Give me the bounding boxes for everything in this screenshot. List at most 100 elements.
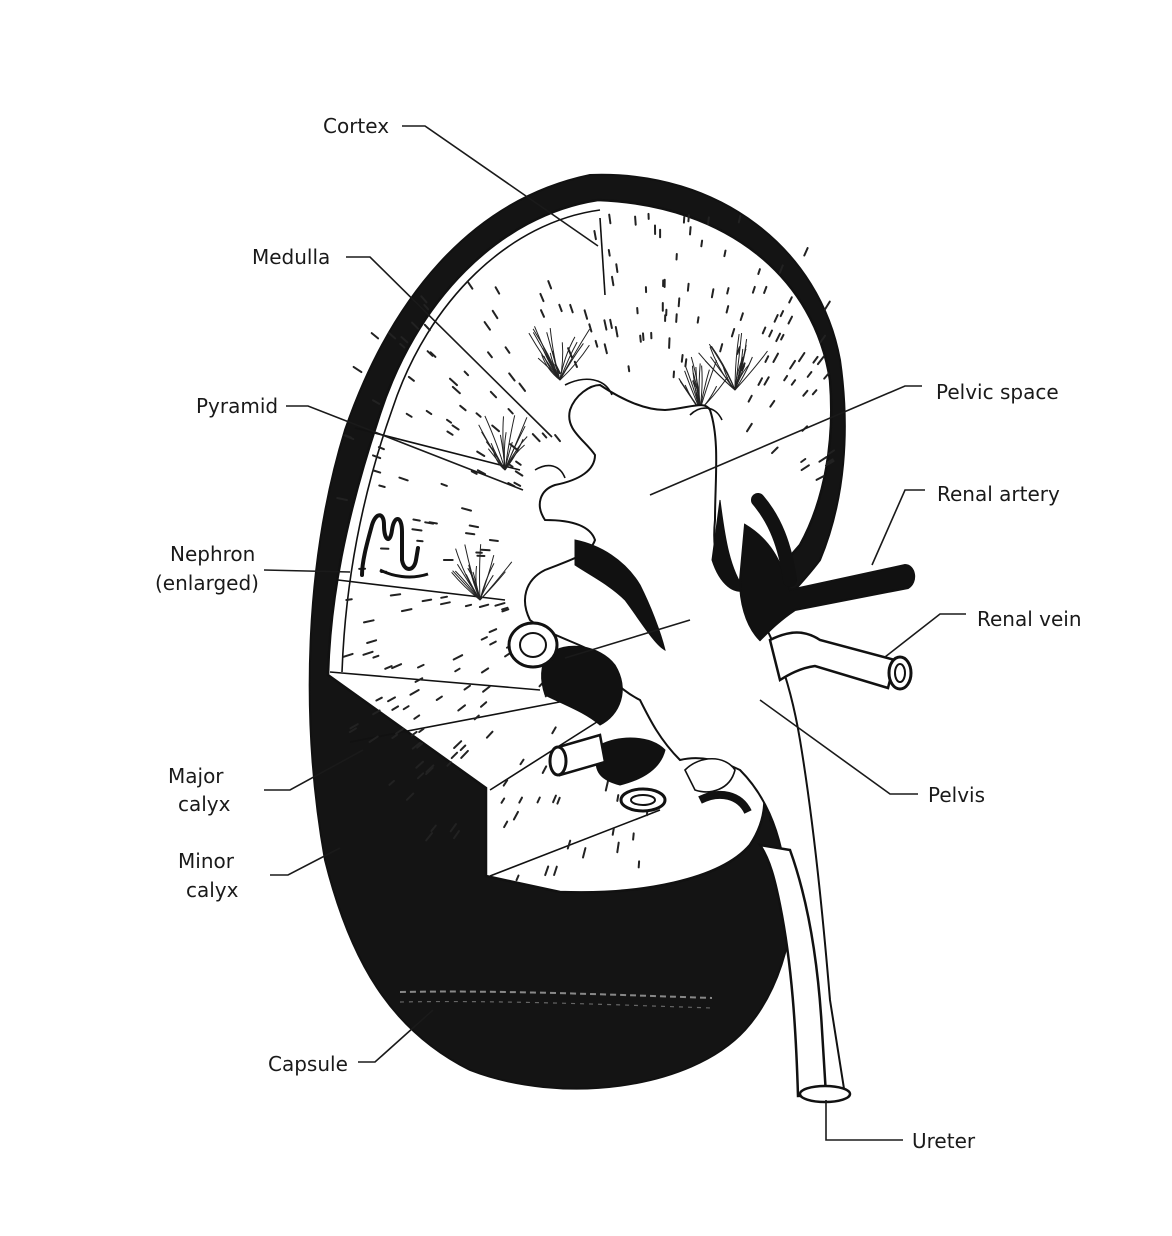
- texture-dash: [411, 741, 421, 750]
- texture-dash: [686, 282, 690, 292]
- texture-dash: [489, 640, 497, 646]
- pyramid-fiber: [502, 416, 506, 471]
- texture-dash: [449, 823, 457, 833]
- texture-dash: [788, 296, 793, 304]
- texture-dash: [345, 598, 353, 601]
- texture-dash: [414, 677, 424, 683]
- texture-dash: [710, 288, 715, 299]
- texture-dash: [803, 247, 809, 257]
- texture-dash: [739, 312, 744, 321]
- label-pelvic-space: Pelvic space: [936, 380, 1059, 404]
- texture-dash: [775, 332, 781, 343]
- texture-dash: [488, 539, 499, 542]
- texture-dash: [779, 310, 785, 318]
- label-renal-vein: Renal vein: [977, 607, 1082, 631]
- texture-dash: [593, 230, 597, 241]
- texture-dash: [489, 390, 498, 399]
- texture-dash: [473, 714, 480, 721]
- pyramid-fiber: [464, 544, 481, 601]
- texture-dash: [453, 740, 463, 749]
- texture-dash: [491, 424, 500, 433]
- texture-dash: [639, 334, 642, 343]
- texture-dash: [607, 249, 611, 257]
- texture-dash: [425, 766, 434, 776]
- pyramid-fiber: [484, 415, 506, 471]
- texture-dash: [476, 469, 487, 476]
- texture-dash: [485, 730, 494, 739]
- texture-dash: [547, 280, 553, 290]
- texture-dash: [566, 839, 572, 850]
- pyramid-fiber: [734, 356, 744, 391]
- texture-dash: [446, 430, 454, 436]
- texture-dash: [608, 213, 612, 225]
- texture-dash: [412, 518, 421, 522]
- texture-dash: [696, 316, 700, 324]
- texture-dash: [459, 744, 467, 752]
- pyramid-fiber: [465, 574, 481, 601]
- label-pelvis: Pelvis: [928, 783, 985, 807]
- texture-dash: [680, 354, 684, 363]
- texture-dash: [812, 355, 819, 364]
- pyramid-fiber: [734, 350, 768, 391]
- texture-dash: [627, 365, 631, 373]
- texture-dash: [740, 362, 746, 372]
- pyramid-fiber: [698, 352, 736, 391]
- pyramid-fiber: [710, 345, 736, 391]
- texture-dash: [466, 280, 474, 290]
- texture-dash: [798, 352, 806, 363]
- texture-dash: [783, 374, 789, 382]
- texture-dash: [518, 796, 523, 804]
- texture-dash: [780, 333, 785, 341]
- texture-dash: [815, 475, 825, 481]
- cortex-inner-border: [341, 209, 601, 673]
- texture-dash: [430, 824, 437, 832]
- texture-dash: [451, 385, 461, 395]
- texture-dash: [719, 343, 724, 353]
- texture-dash: [415, 760, 424, 769]
- texture-dash: [366, 639, 378, 644]
- texture-dash: [440, 601, 451, 606]
- nephron-shape: [360, 513, 420, 577]
- texture-dash: [420, 295, 428, 304]
- texture-dash: [772, 352, 779, 363]
- texture-dash: [400, 336, 409, 344]
- texture-dash: [391, 733, 398, 740]
- texture-dash: [363, 619, 375, 624]
- texture-dash: [426, 350, 434, 357]
- vessel-rings: [507, 621, 667, 813]
- texture-dash: [483, 321, 491, 331]
- texture-dash: [372, 469, 382, 474]
- texture-dash: [452, 654, 464, 661]
- texture-dash: [480, 548, 491, 552]
- texture-dash: [604, 780, 609, 792]
- texture-dash: [464, 603, 473, 608]
- texture-dash: [811, 389, 818, 396]
- texture-dash: [421, 598, 433, 603]
- texture-dash: [773, 314, 779, 323]
- texture-dash: [362, 650, 374, 656]
- pyramid-fiber: [467, 567, 481, 601]
- texture-dash: [825, 460, 835, 467]
- texture-dash: [603, 343, 608, 355]
- texture-dash: [480, 701, 488, 708]
- texture-dash: [823, 372, 830, 380]
- texture-dash: [372, 399, 381, 405]
- label-capsule: Capsule: [268, 1052, 348, 1076]
- texture-dash: [513, 481, 522, 487]
- texture-dash: [399, 342, 406, 349]
- texture-dash: [416, 742, 424, 749]
- texture-dash: [407, 375, 415, 382]
- texture-dash: [761, 326, 767, 335]
- texture-dash: [465, 532, 476, 536]
- texture-dash: [400, 608, 413, 613]
- texture-dash: [826, 458, 834, 464]
- texture-dash: [463, 370, 470, 377]
- texture-dash: [336, 497, 348, 501]
- texture-dash: [378, 484, 386, 488]
- texture-dash: [503, 820, 509, 829]
- texture-dash: [389, 593, 402, 597]
- label-ureter: Ureter: [912, 1129, 976, 1153]
- texture-dash: [501, 606, 509, 611]
- texture-dash: [819, 334, 827, 344]
